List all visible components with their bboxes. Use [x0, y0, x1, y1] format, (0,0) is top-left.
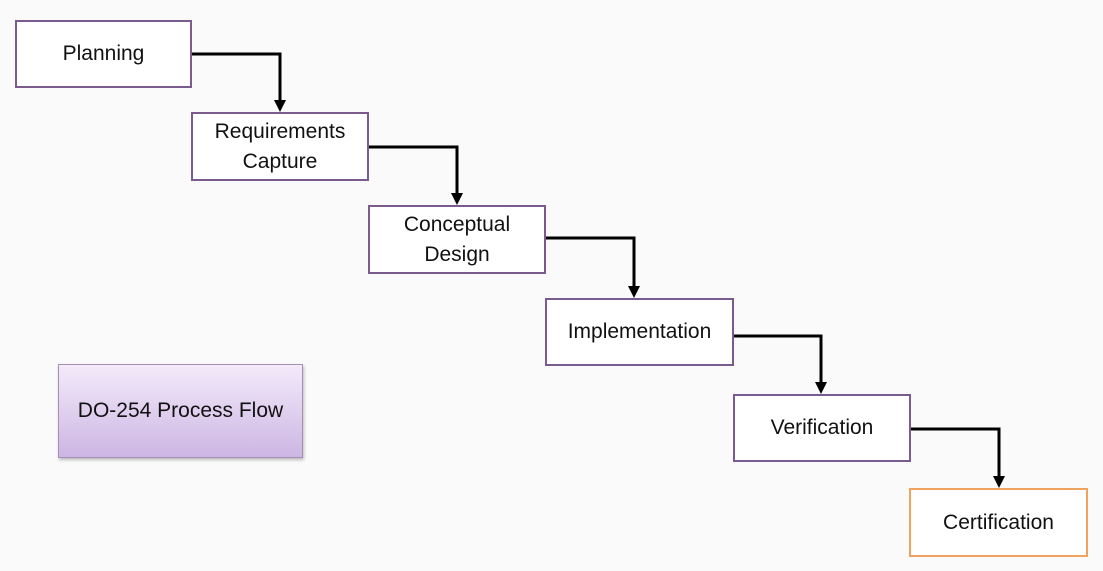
step-requirements-capture: Requirements Capture — [191, 112, 369, 181]
arrow-conceptual-to-implementation — [545, 236, 636, 292]
step-implementation-label: Implementation — [567, 320, 712, 343]
step-conceptual-design-label: Conceptual Design — [403, 212, 511, 266]
diagram-title-box: DO-254 Process Flow — [58, 364, 303, 458]
arrow-verification-to-certification — [910, 427, 1001, 482]
step-requirements-capture-label: Requirements Capture — [214, 119, 346, 173]
diagram-title: DO-254 Process Flow — [77, 399, 284, 422]
step-implementation: Implementation — [545, 298, 734, 366]
arrow-implementation-to-verification — [733, 334, 823, 389]
step-verification-label: Verification — [770, 416, 874, 439]
step-planning: Planning — [15, 20, 192, 88]
step-conceptual-design: Conceptual Design — [368, 205, 546, 274]
step-certification-label: Certification — [943, 510, 1054, 534]
step-planning-label: Planning — [62, 42, 145, 65]
arrow-requirements-to-conceptual — [368, 145, 459, 200]
step-certification: Certification — [909, 488, 1088, 557]
step-verification: Verification — [733, 394, 911, 462]
arrow-planning-to-requirements — [191, 52, 282, 108]
